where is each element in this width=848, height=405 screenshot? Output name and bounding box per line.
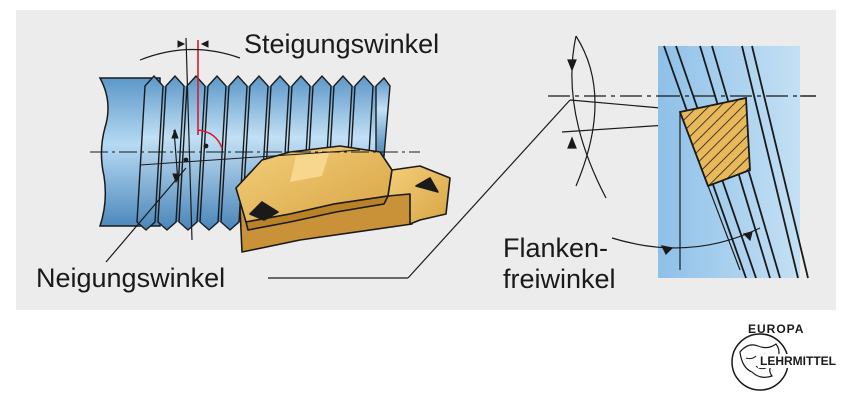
flankenfreiwinkel-label-line2: freiwinkel [503, 264, 616, 294]
steigungswinkel-label: Steigungswinkel [244, 29, 440, 59]
neigungswinkel-label: Neigungswinkel [36, 263, 226, 293]
angle-construction [548, 35, 816, 199]
left-construction-lines [90, 37, 571, 279]
flank-angle-arc [611, 227, 761, 256]
logo-text-bottom: LEHRMITTEL [758, 354, 838, 368]
cutting-insert [235, 145, 451, 253]
flankenfreiwinkel-label-line1: Flanken- [503, 233, 609, 263]
flank-detail-view [658, 45, 816, 279]
logo-text-top: EUROPA [748, 322, 805, 336]
